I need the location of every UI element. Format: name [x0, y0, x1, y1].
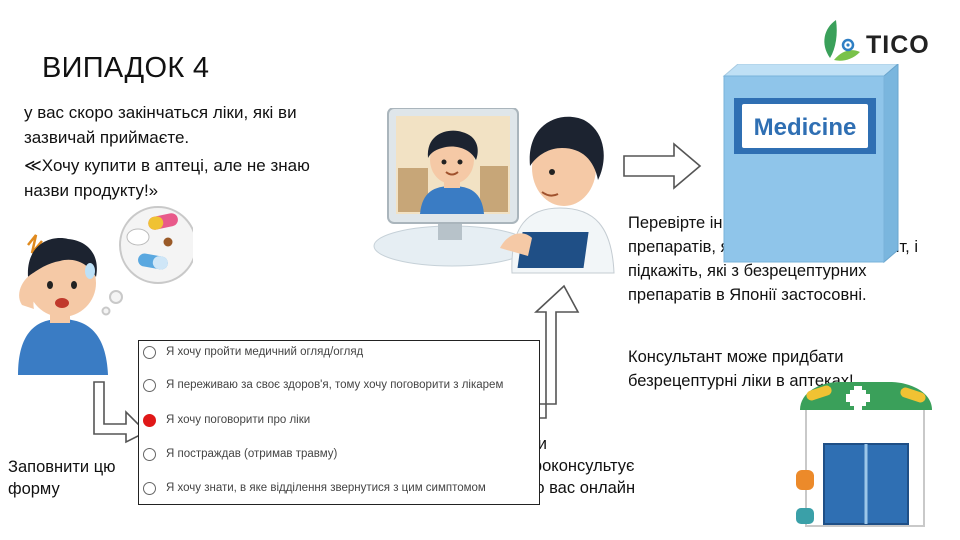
intro-text: у вас скоро закінчаться ліки, які ви заз…	[24, 103, 297, 147]
form-option-label: Я хочу знати, в яке відділення звернутис…	[166, 482, 486, 494]
quote-text: ≪Хочу купити в аптеці, але не знаю назви…	[24, 156, 310, 200]
radio-button[interactable]	[143, 345, 156, 359]
form-option-label: Я переживаю за своє здоров'я, тому хочу …	[166, 379, 504, 391]
radio-button[interactable]	[143, 378, 156, 392]
slide-title: ВИПАДОК 4	[42, 52, 210, 84]
leaf-logo-icon	[824, 20, 860, 61]
form-option[interactable]: Я переживаю за своє здоров'я, тому хочу …	[143, 374, 503, 396]
consultant-note: Консультант може придбати безрецептурні …	[628, 348, 854, 390]
radio-button[interactable]	[143, 447, 156, 461]
logo-text: TICO	[866, 31, 930, 59]
thought-bubble-icon	[101, 206, 193, 316]
consultation-form: Я хочу пройти медичний огляд/огляд Я пер…	[138, 340, 540, 505]
form-option-label: Я хочу поговорити про ліки	[166, 414, 311, 426]
medicine-box-illustration: Medicine	[722, 64, 899, 264]
form-option[interactable]: Я хочу знати, в яке відділення звернутис…	[143, 477, 486, 499]
pharmacy-illustration	[796, 382, 932, 527]
confused-person-illustration	[18, 206, 193, 375]
form-option-selected[interactable]: Я хочу поговорити про ліки	[143, 409, 310, 431]
radio-button-selected[interactable]	[143, 413, 156, 427]
arrow-to-form-icon	[93, 381, 148, 444]
medicine-box-label: Medicine	[754, 114, 857, 141]
arrow-to-medicine-icon	[623, 142, 702, 190]
radio-button[interactable]	[143, 481, 156, 495]
online-consult-label: Ми проконсультує мо вас онлайн	[524, 435, 636, 497]
fill-form-label: Заповнити цю форму	[8, 458, 116, 498]
form-option-label: Я постраждав (отримав травму)	[166, 448, 338, 460]
form-option[interactable]: Я хочу пройти медичний огляд/огляд	[143, 341, 363, 363]
doctor-video-call-illustration	[373, 108, 615, 274]
form-option-label: Я хочу пройти медичний огляд/огляд	[166, 346, 364, 358]
form-option[interactable]: Я постраждав (отримав травму)	[143, 443, 337, 465]
tico-logo: TICO	[820, 14, 945, 70]
